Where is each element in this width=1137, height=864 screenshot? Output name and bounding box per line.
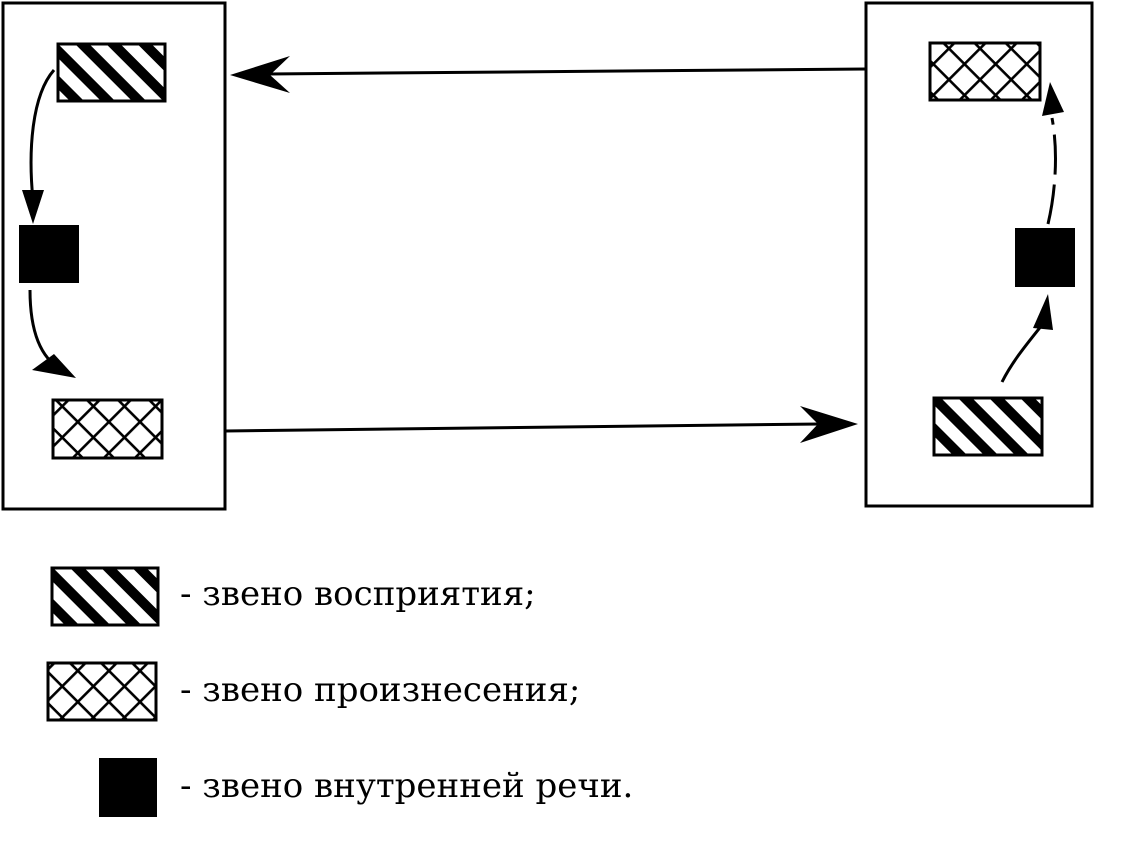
left-arrow-perception-to-inner: [29, 69, 56, 201]
left-perception-block: [56, 42, 167, 103]
top-connecting-arrow: [230, 56, 867, 93]
legend-inner-speech-swatch: [99, 758, 157, 817]
legend-production-swatch: [46, 661, 158, 722]
left-production-block: [51, 398, 164, 460]
right-inner-speech-block: [1015, 228, 1075, 287]
legend-production-label: - звено произнесения;: [180, 670, 580, 710]
left-arrow-head-down: [22, 190, 44, 224]
left-inner-speech-block: [19, 225, 79, 283]
legend-inner-speech-label: - звено внутренней речи.: [180, 766, 633, 806]
top-arrow-head-left: [230, 56, 290, 93]
right-participant-panel: [864, 1, 1094, 508]
legend: - звено восприятия; - звено произнесения…: [46, 566, 633, 817]
right-perception-block: [932, 396, 1044, 457]
legend-perception-label: - звено восприятия;: [180, 574, 536, 614]
bottom-arrow-head-right: [800, 406, 858, 443]
right-arrow-perception-to-inner: [1000, 324, 1044, 383]
right-arrow-head-up: [1033, 294, 1053, 330]
legend-perception-swatch: [50, 566, 160, 627]
bottom-connecting-arrow: [224, 406, 858, 443]
left-participant-panel: [1, 1, 227, 511]
right-arrow-head-up-top: [1042, 82, 1064, 116]
right-production-block: [928, 41, 1042, 102]
left-arrow-head-right: [32, 354, 76, 378]
right-arrow-inner-to-production: [1046, 117, 1057, 225]
